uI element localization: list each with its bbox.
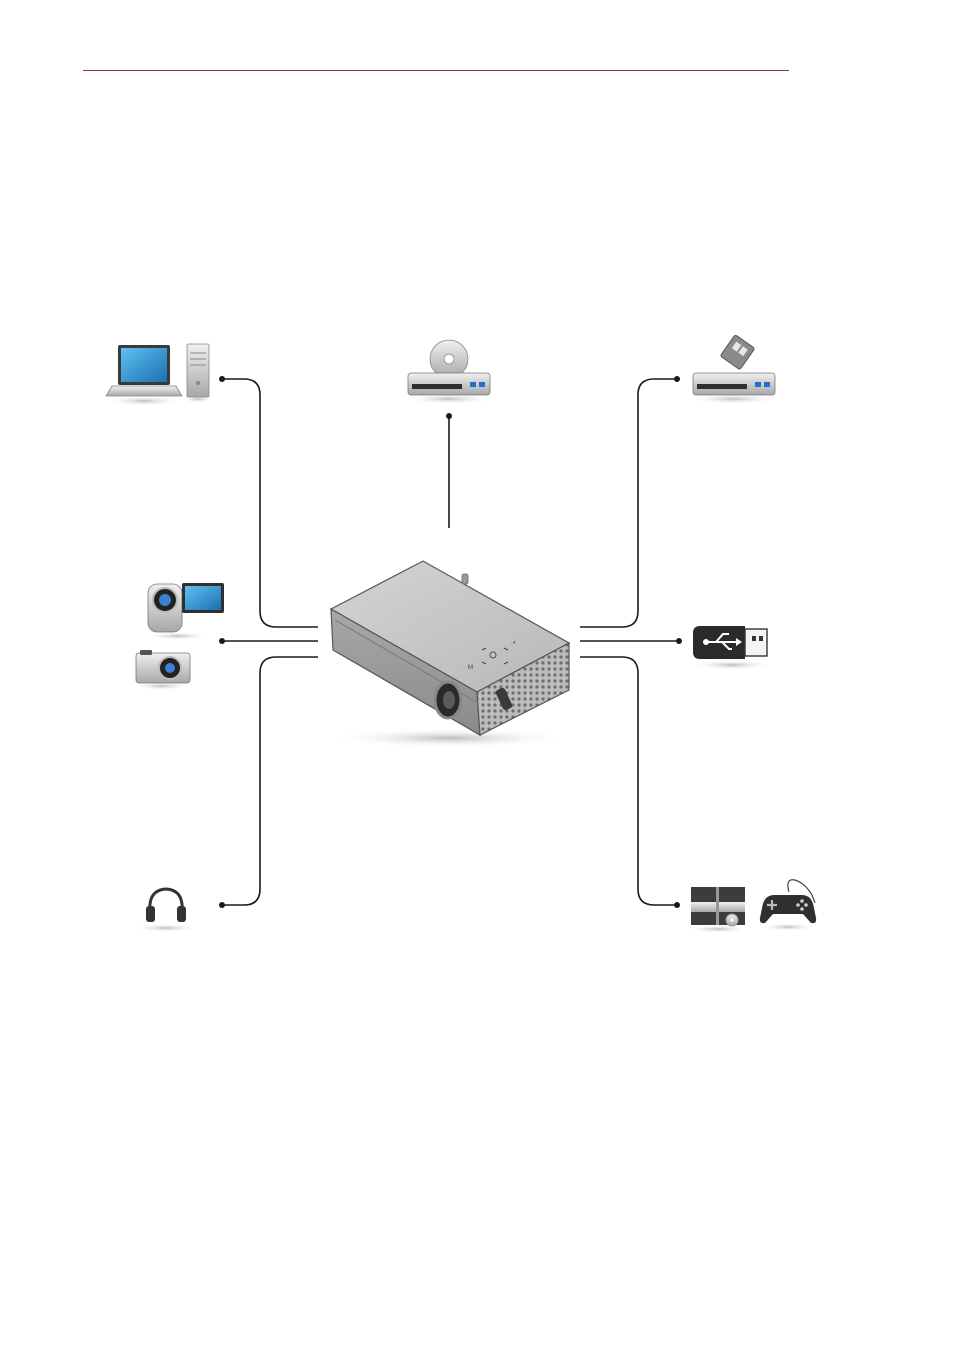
dvd-player-icon — [405, 340, 493, 404]
device-computer — [106, 344, 214, 406]
line-game — [580, 657, 677, 905]
device-camera — [132, 583, 224, 690]
line-headphones — [222, 657, 318, 905]
gamepad-icon — [760, 880, 816, 931]
set-top-box-icon — [690, 335, 778, 404]
projector-icon: ◐ M — [330, 561, 570, 748]
device-usb — [692, 626, 772, 670]
svg-text:◐: ◐ — [513, 640, 517, 646]
line-set-top-box — [580, 379, 677, 627]
game-console-icon — [688, 887, 748, 933]
usb-drive-icon — [692, 626, 772, 670]
line-computer — [222, 379, 318, 627]
device-dvd-player — [405, 340, 493, 404]
svg-text:M: M — [468, 665, 473, 671]
headphones-icon — [134, 889, 198, 932]
laptop-icon — [106, 345, 182, 406]
camcorder-icon — [146, 583, 224, 640]
device-set-top-box — [690, 335, 778, 404]
device-headphones — [134, 889, 198, 932]
desktop-tower-icon — [182, 344, 214, 403]
digital-camera-icon — [132, 650, 192, 690]
device-game — [688, 880, 816, 933]
